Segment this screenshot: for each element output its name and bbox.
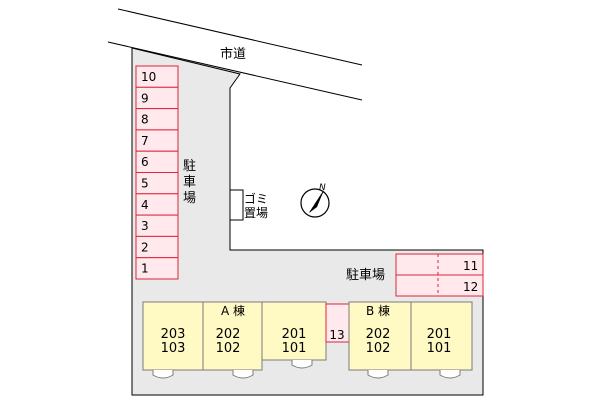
parking-right-area: 11 12	[395, 253, 484, 297]
building-a-unit-2-top: 202	[216, 327, 241, 342]
parking-right-label: 駐車場	[346, 268, 385, 283]
parking-space-5-label: 5	[141, 177, 149, 191]
parking-space-10-label: 10	[141, 70, 156, 84]
trash-station	[229, 189, 244, 221]
building-b-unit-2-top: 201	[427, 327, 452, 342]
building-b-unit-1	[348, 301, 412, 371]
parking-left-label-3: 場	[183, 191, 196, 206]
parking-space-6-label: 6	[141, 155, 149, 169]
parking-left-area: 10 9 8 7 6 5 4 3 2 1	[135, 65, 179, 280]
trash-label-line1: ゴミ	[244, 191, 268, 206]
building-a-step-2	[232, 370, 254, 379]
parking-space-7-label: 7	[141, 134, 149, 148]
building-b-unit-2-bottom: 101	[427, 341, 452, 356]
parking-left-label-1: 駐	[183, 159, 196, 174]
north-letter: N	[319, 183, 326, 193]
road-label: 市道	[220, 46, 246, 62]
north-compass-icon: N	[300, 183, 330, 218]
parking-space-3-label: 3	[141, 219, 149, 233]
parking-space-13-label: 13	[329, 328, 344, 342]
building-a-step-1	[152, 370, 174, 379]
building-a-unit-1-bottom: 103	[161, 341, 186, 356]
parking-left-label-2: 車	[183, 175, 196, 190]
parking-space-12	[395, 274, 484, 297]
building-a-unit-2-bottom: 102	[216, 341, 241, 356]
building-a-unit-3-top: 201	[282, 327, 307, 342]
building-a-unit-3-bottom: 101	[282, 341, 307, 356]
building-b-step-1	[367, 370, 389, 379]
road-edge-lower	[107, 41, 363, 101]
parking-space-9-label: 9	[141, 91, 149, 105]
building-b: B 棟 202 102 201 101	[348, 301, 473, 379]
building-a: A 棟 203 103 202 102 201 101	[142, 301, 327, 379]
parking-space-1-label: 1	[141, 262, 149, 276]
trash-label-line2: 置場	[244, 206, 268, 220]
building-b-unit-1-bottom: 102	[366, 341, 391, 356]
road-edge-upper	[117, 8, 363, 66]
building-a-name: A 棟	[221, 303, 245, 318]
parking-space-4-label: 4	[141, 198, 149, 212]
parking-space-2-label: 2	[141, 240, 149, 254]
parking-space-1	[135, 257, 179, 280]
building-b-unit-1-top: 202	[366, 327, 391, 342]
parking-space-8-label: 8	[141, 113, 149, 127]
parking-space-11-label: 11	[463, 259, 478, 273]
building-a-step-3	[291, 360, 313, 369]
building-b-name: B 棟	[366, 303, 390, 318]
building-a-unit-1-top: 203	[161, 327, 186, 342]
building-a-unit-3	[261, 301, 327, 361]
building-b-unit-2	[410, 301, 473, 371]
parking-space-12-label: 12	[463, 280, 478, 294]
building-b-step-2	[439, 370, 461, 379]
